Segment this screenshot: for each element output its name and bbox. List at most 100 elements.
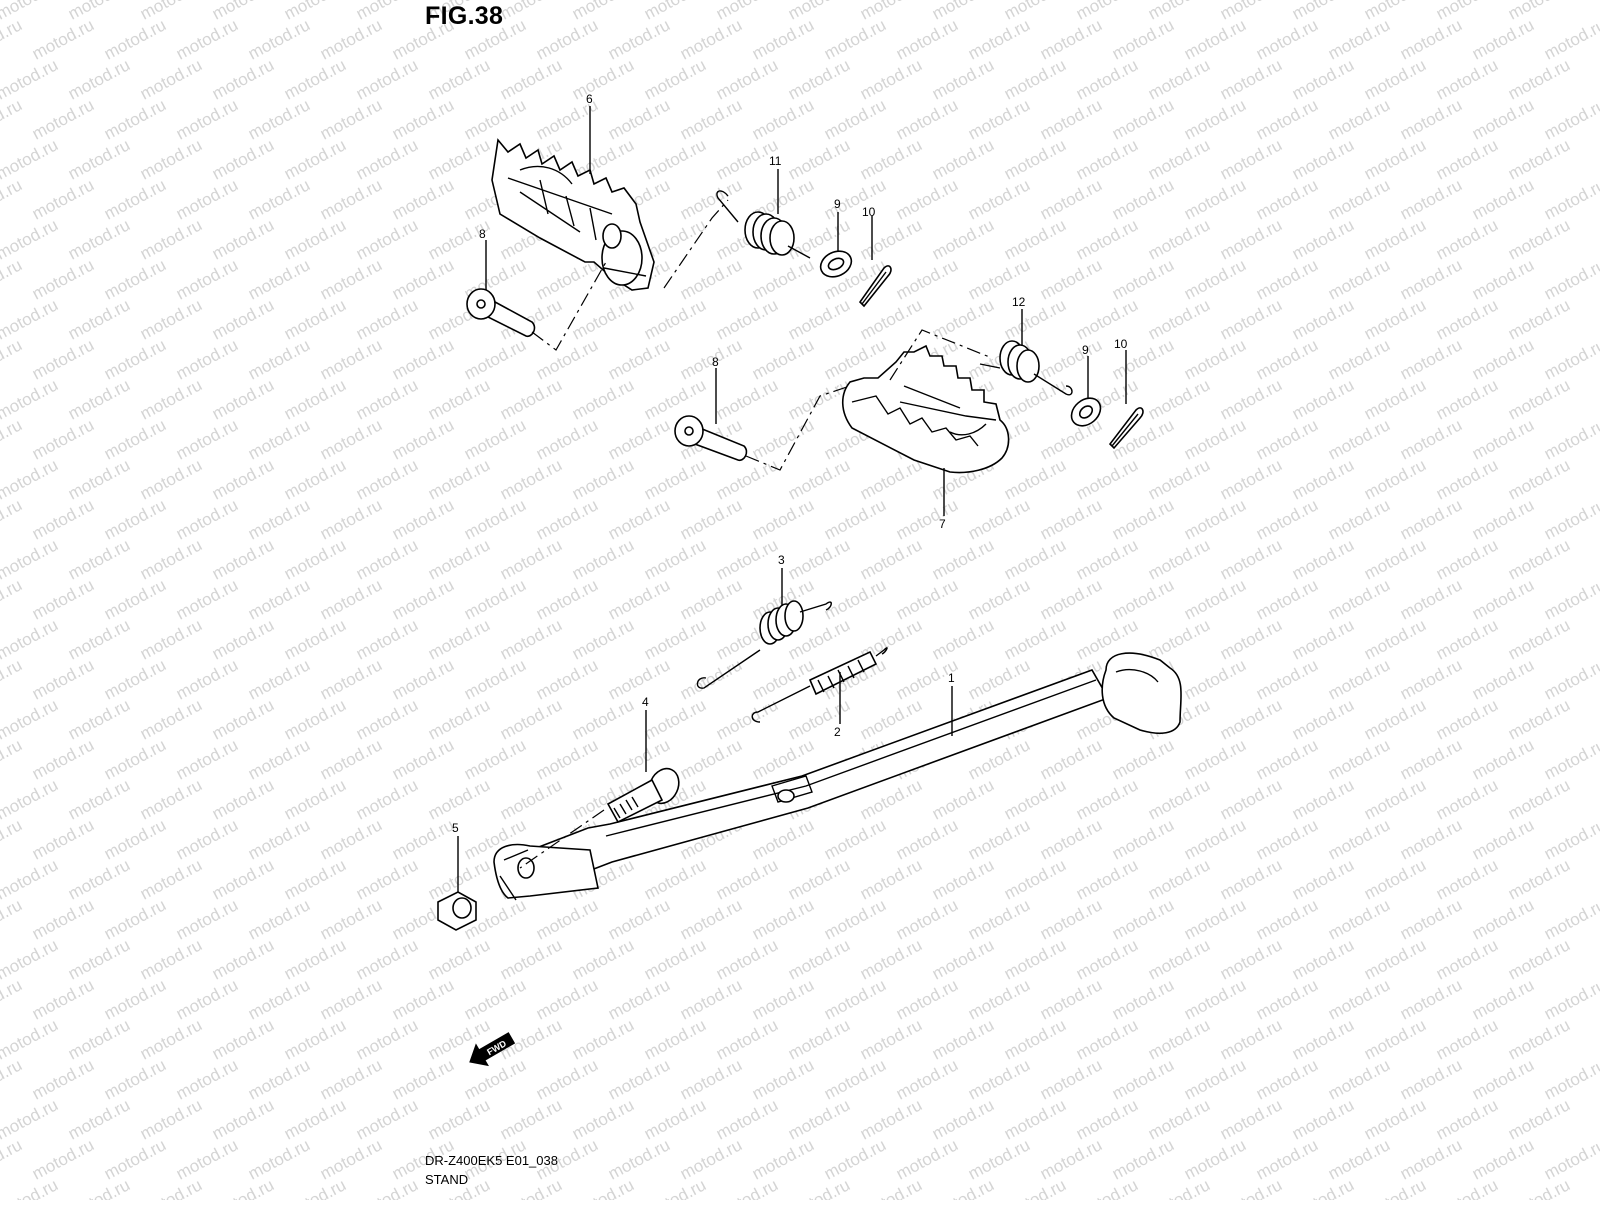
watermark-text: motod.ru xyxy=(1037,335,1105,383)
watermark-text: motod.ru xyxy=(209,1095,277,1143)
callout-nut: 5 xyxy=(452,821,459,835)
watermark-text: motod.ru xyxy=(245,15,313,63)
watermark-text: motod.ru xyxy=(1397,335,1465,383)
watermark-text: motod.ru xyxy=(1145,1175,1213,1200)
watermark-text: motod.ru xyxy=(1289,535,1357,583)
watermark-text: motod.ru xyxy=(1541,415,1600,463)
watermark-text: motod.ru xyxy=(1325,255,1393,303)
watermark-text: motod.ru xyxy=(893,1135,961,1183)
watermark-text: motod.ru xyxy=(281,1015,349,1063)
watermark-text: motod.ru xyxy=(785,935,853,983)
watermark-text: motod.ru xyxy=(1217,215,1285,263)
watermark-text: motod.ru xyxy=(1073,1095,1141,1143)
watermark-text: motod.ru xyxy=(1001,775,1069,823)
watermark-text: motod.ru xyxy=(1037,255,1105,303)
watermark-text: motod.ru xyxy=(317,655,385,703)
watermark-text: motod.ru xyxy=(785,1015,853,1063)
watermark-text: motod.ru xyxy=(65,695,133,743)
watermark-text: motod.ru xyxy=(1289,1015,1357,1063)
watermark-text: motod.ru xyxy=(0,975,25,1023)
watermark-text: motod.ru xyxy=(1001,1175,1069,1200)
watermark-text: motod.ru xyxy=(281,295,349,343)
callout-spring-lower: 12 xyxy=(1012,295,1026,309)
watermark-text: motod.ru xyxy=(1289,935,1357,983)
watermark-text: motod.ru xyxy=(1037,1135,1105,1183)
watermark-text: motod.ru xyxy=(1325,335,1393,383)
watermark-text: motod.ru xyxy=(461,95,529,143)
watermark-text: motod.ru xyxy=(857,455,925,503)
callout-spring-3: 3 xyxy=(778,553,785,567)
watermark-text: motod.ru xyxy=(677,175,745,223)
watermark-text: motod.ru xyxy=(1505,615,1573,663)
watermark-text: motod.ru xyxy=(677,575,745,623)
watermark-text: motod.ru xyxy=(965,575,1033,623)
watermark-text: motod.ru xyxy=(1505,535,1573,583)
watermark-text: motod.ru xyxy=(1505,935,1573,983)
watermark-text: motod.ru xyxy=(317,335,385,383)
watermark-text: motod.ru xyxy=(857,0,925,24)
watermark-text: motod.ru xyxy=(1037,975,1105,1023)
spring-lower xyxy=(979,340,1073,396)
watermark-text: motod.ru xyxy=(1217,455,1285,503)
watermark-text: motod.ru xyxy=(569,295,637,343)
watermark-text: motod.ru xyxy=(245,175,313,223)
watermark-text: motod.ru xyxy=(965,1135,1033,1183)
watermark-text: motod.ru xyxy=(1181,175,1249,223)
watermark-text: motod.ru xyxy=(389,575,457,623)
watermark-text: motod.ru xyxy=(101,1135,169,1183)
watermark-text: motod.ru xyxy=(389,255,457,303)
watermark-text: motod.ru xyxy=(1469,495,1537,543)
watermark-text: motod.ru xyxy=(1505,1015,1573,1063)
watermark-text: motod.ru xyxy=(1001,615,1069,663)
watermark-text: motod.ru xyxy=(893,975,961,1023)
watermark-text: motod.ru xyxy=(1397,1135,1465,1183)
watermark-text: motod.ru xyxy=(101,95,169,143)
watermark-text: motod.ru xyxy=(173,495,241,543)
watermark-text: motod.ru xyxy=(1073,0,1141,24)
watermark-text: motod.ru xyxy=(353,215,421,263)
watermark-text: motod.ru xyxy=(677,1055,745,1103)
watermark-text: motod.ru xyxy=(713,695,781,743)
watermark-text: motod.ru xyxy=(1289,295,1357,343)
watermark-text: motod.ru xyxy=(497,0,565,24)
watermark-text: motod.ru xyxy=(713,375,781,423)
watermark-text: motod.ru xyxy=(1001,375,1069,423)
watermark-text: motod.ru xyxy=(749,655,817,703)
watermark-text: motod.ru xyxy=(0,215,61,263)
watermark-text: motod.ru xyxy=(29,895,97,943)
watermark-text: motod.ru xyxy=(785,0,853,24)
watermark-text: motod.ru xyxy=(929,295,997,343)
watermark-text: motod.ru xyxy=(965,895,1033,943)
watermark-text: motod.ru xyxy=(353,0,421,24)
watermark-text: motod.ru xyxy=(29,175,97,223)
watermark-text: motod.ru xyxy=(461,975,529,1023)
watermark-text: motod.ru xyxy=(209,935,277,983)
watermark-text: motod.ru xyxy=(1001,55,1069,103)
watermark-text: motod.ru xyxy=(281,1095,349,1143)
watermark-text: motod.ru xyxy=(1433,455,1501,503)
watermark-text: motod.ru xyxy=(1001,135,1069,183)
watermark-text: motod.ru xyxy=(1145,935,1213,983)
watermark-text: motod.ru xyxy=(425,455,493,503)
watermark-text: motod.ru xyxy=(209,1015,277,1063)
watermark-text: motod.ru xyxy=(785,135,853,183)
watermark-text: motod.ru xyxy=(425,135,493,183)
callout-spring-upper: 11 xyxy=(769,154,782,168)
callout-side-stand: 1 xyxy=(948,671,955,685)
watermark-text: motod.ru xyxy=(929,135,997,183)
watermark-text: motod.ru xyxy=(1361,695,1429,743)
watermark-text: motod.ru xyxy=(1397,975,1465,1023)
watermark-text: motod.ru xyxy=(1181,255,1249,303)
watermark-text: motod.ru xyxy=(65,535,133,583)
watermark-text: motod.ru xyxy=(137,295,205,343)
watermark-text: motod.ru xyxy=(0,375,61,423)
watermark-text: motod.ru xyxy=(1325,1135,1393,1183)
watermark-text: motod.ru xyxy=(461,735,529,783)
watermark-text: motod.ru xyxy=(1217,1095,1285,1143)
watermark-text: motod.ru xyxy=(1325,95,1393,143)
watermark-text: motod.ru xyxy=(1109,895,1177,943)
watermark-text: motod.ru xyxy=(1253,575,1321,623)
watermark-text: motod.ru xyxy=(137,215,205,263)
watermark-text: motod.ru xyxy=(1037,175,1105,223)
watermark-text: motod.ru xyxy=(0,895,25,943)
